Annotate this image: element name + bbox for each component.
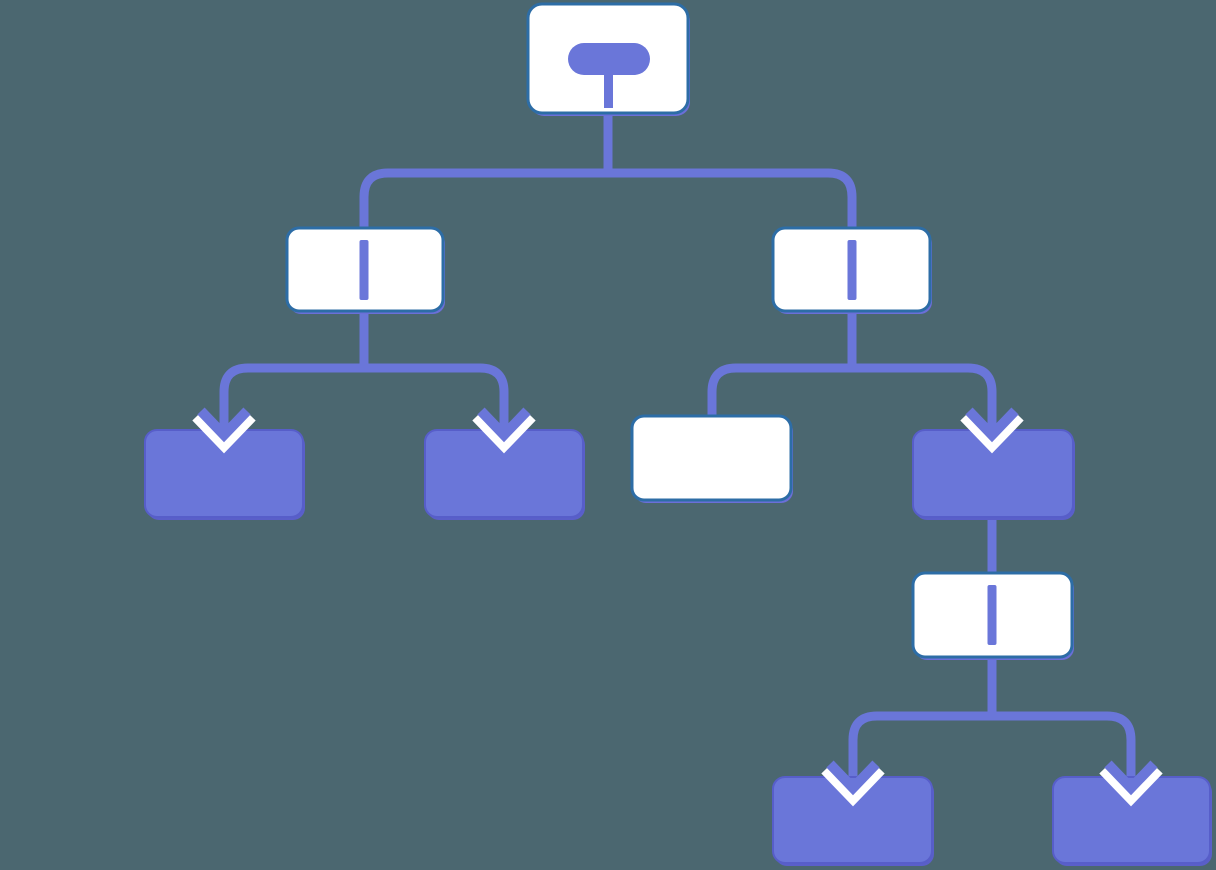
connector-bottom-branch — [848, 711, 1136, 788]
chevron-purple-icon — [965, 407, 1019, 443]
arrow-into-purple-right — [960, 407, 1024, 454]
node-leaf-bottom-2[interactable] — [1052, 776, 1211, 864]
connector-right-branch — [707, 363, 997, 434]
arrow-into-leaf-left-2 — [472, 407, 536, 454]
chevron-purple-icon — [197, 407, 251, 443]
bar-level4 — [987, 585, 997, 645]
chevron-white-icon — [472, 411, 536, 454]
node-leaf-bottom-1[interactable] — [772, 776, 933, 864]
chevron-white-icon — [960, 411, 1024, 454]
root-topic-stem — [604, 72, 613, 108]
chevron-white-icon — [1099, 764, 1163, 807]
chevron-purple-icon — [826, 760, 880, 796]
chevron-purple-icon — [1104, 760, 1158, 796]
bar-level2-right — [847, 240, 857, 300]
connector-level1-branch — [359, 168, 857, 234]
arrow-into-leaf-left-1 — [192, 407, 256, 454]
node-leaf-right-white[interactable] — [630, 414, 793, 502]
arrow-into-leaf-bottom-2 — [1099, 760, 1163, 807]
root-topic-pill[interactable] — [568, 43, 650, 75]
connector-left-branch — [219, 363, 509, 434]
chevron-white-icon — [821, 764, 885, 807]
bar-level2-left — [359, 240, 369, 300]
arrow-into-leaf-bottom-1 — [821, 760, 885, 807]
chevron-purple-icon — [477, 407, 531, 443]
chevron-white-icon — [192, 411, 256, 454]
